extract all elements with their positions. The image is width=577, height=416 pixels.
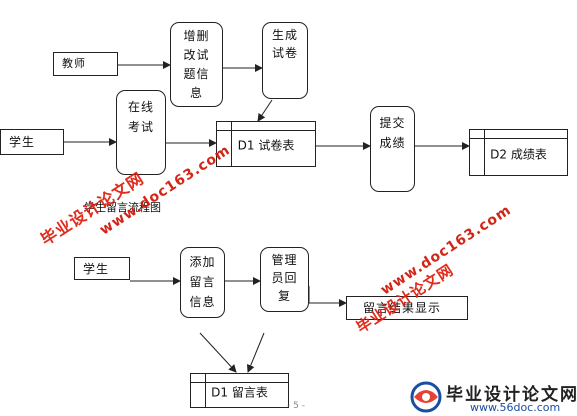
arrow-left-to-message-store (199, 332, 237, 373)
message-store-label: D1 留言表 (211, 385, 268, 400)
arrow-generate-to-store (257, 99, 273, 122)
store-id-divider (231, 122, 232, 166)
diagram-caption: 学生留言流程图 (84, 201, 161, 214)
score-store-label: D2 成绩表 (490, 147, 547, 162)
submit-process-line-1: 提交 (379, 116, 406, 130)
store-divider (217, 130, 315, 131)
generate-process-line-1: 生成 (271, 28, 298, 42)
store-id-divider (205, 374, 206, 407)
add-message-process: 添加 留言 信息 (180, 247, 225, 318)
submit-score-process: 提交 成绩 (370, 106, 415, 192)
edit-process-line-2: 改试 (183, 48, 210, 62)
message-store: D1 留言表 (190, 373, 289, 408)
admin-reply-line-2: 员回 (271, 271, 298, 285)
store-divider (191, 382, 288, 383)
arrow-right-to-message-store (246, 332, 265, 373)
store-id-divider (484, 130, 485, 175)
site-logo: 毕业设计论文网 www.56doc.com (402, 378, 577, 416)
student-2-label: 学生 (83, 261, 110, 276)
generate-paper-process: 生成 试卷 (262, 22, 308, 99)
message-result-display: 留言结果显示 (346, 296, 468, 320)
add-message-line-2: 留言 (189, 275, 216, 289)
edit-questions-process: 增删 改试 题信 息 (170, 22, 223, 107)
generate-process-line-2: 试卷 (271, 46, 298, 60)
add-message-line-3: 信息 (189, 295, 216, 309)
add-message-line-1: 添加 (189, 255, 216, 269)
teacher-entity: 教师 (53, 52, 118, 76)
page-number: - 5 - (287, 401, 305, 411)
exam-store-label: D1 试卷表 (237, 138, 295, 153)
admin-reply-process: 管理 员回 复 (260, 247, 309, 312)
edit-process-line-3: 题信 (183, 67, 210, 81)
score-store: D2 成绩表 (469, 129, 568, 176)
arrow-reply-to-result (308, 286, 347, 307)
result-display-label: 留言结果显示 (363, 301, 442, 315)
student-entity-2: 学生 (74, 257, 130, 280)
edit-process-line-1: 增删 (183, 29, 210, 43)
logo-title: 毕业设计论文网 (446, 385, 577, 405)
store-divider (470, 138, 567, 139)
student-entity: 学生 (0, 129, 64, 155)
online-exam-line-2: 考试 (127, 120, 154, 134)
online-exam-process: 在线 考试 (116, 90, 166, 175)
submit-process-line-2: 成绩 (379, 136, 406, 150)
logo-emblem-icon (410, 381, 442, 413)
edit-process-line-4: 息 (189, 86, 203, 100)
online-exam-line-1: 在线 (127, 100, 154, 114)
logo-url: www.56doc.com (470, 401, 561, 414)
admin-reply-line-3: 复 (277, 289, 291, 303)
exam-paper-store: D1 试卷表 (216, 121, 316, 167)
admin-reply-line-1: 管理 (271, 253, 298, 267)
student-label: 学生 (9, 135, 36, 149)
teacher-label: 教师 (62, 57, 86, 70)
